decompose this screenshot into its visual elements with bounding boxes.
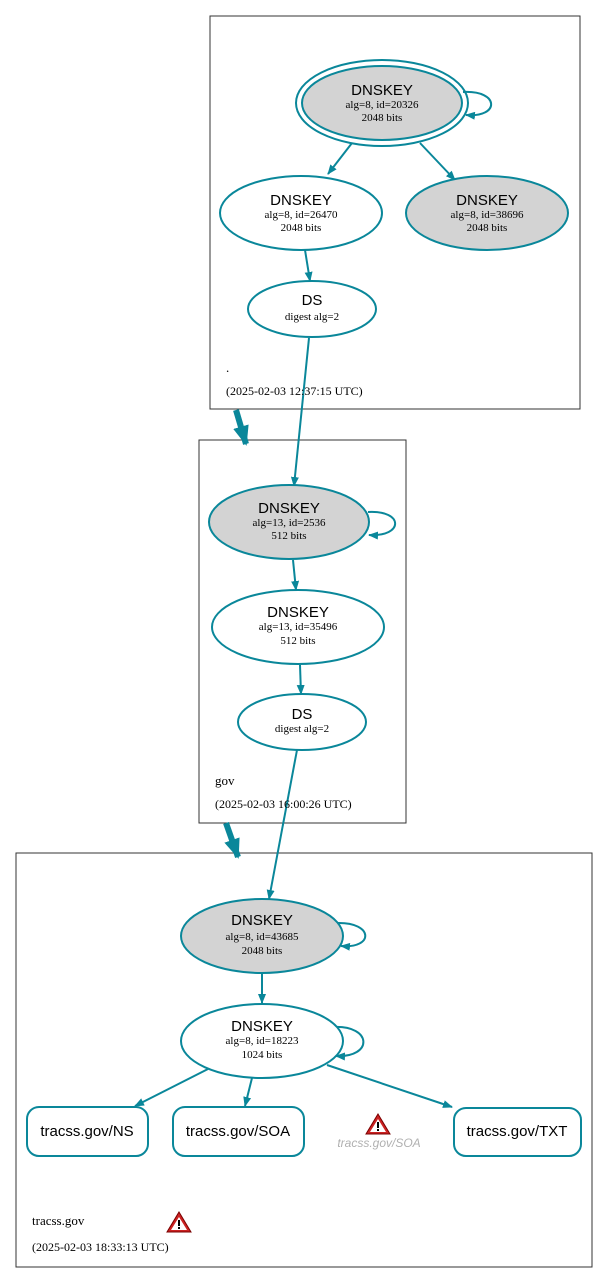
edge-tracss-ksk-self: [336, 921, 367, 951]
node-gov-ds[interactable]: DS digest alg=2: [237, 693, 367, 751]
edge-tracss-zsk-soa: [243, 1077, 253, 1107]
zone-tracss-name: tracss.gov: [32, 1213, 85, 1228]
rrset-label: tracss.gov/SOA: [186, 1123, 290, 1140]
node-detail: 1024 bits: [242, 1049, 283, 1061]
node-title: DNSKEY: [456, 192, 518, 209]
node-title: DNSKEY: [270, 192, 332, 209]
node-title: DS: [292, 706, 313, 723]
node-detail: 512 bits: [280, 635, 315, 647]
edge-tracss-zsk-self: [332, 1025, 365, 1061]
rrset-label: tracss.gov/SOA: [337, 1136, 420, 1150]
warning-icon: [365, 1113, 391, 1135]
node-tracss-ksk[interactable]: DNSKEY alg=8, id=43685 2048 bits: [180, 898, 344, 974]
edge-root-zsk-ds: [304, 249, 313, 282]
node-root-standby[interactable]: DNSKEY alg=8, id=38696 2048 bits: [405, 175, 569, 251]
edge-root-ds-gov-ksk: [290, 337, 310, 487]
node-root-zsk[interactable]: DNSKEY alg=8, id=26470 2048 bits: [219, 175, 383, 251]
rrset-ns[interactable]: tracss.gov/NS: [26, 1106, 149, 1157]
node-detail: 2048 bits: [362, 112, 403, 124]
rrset-label: tracss.gov/NS: [40, 1123, 133, 1140]
zone-gov-box: [198, 439, 407, 824]
edge-root-ksk-standby: [419, 142, 456, 181]
node-title: DNSKEY: [258, 500, 320, 517]
delegation-edge-gov-tracss: [223, 822, 241, 859]
node-detail: alg=8, id=20326: [346, 99, 419, 111]
node-title: DNSKEY: [267, 604, 329, 621]
node-title: DNSKEY: [351, 82, 413, 99]
node-title: DNSKEY: [231, 912, 293, 929]
edge-tracss-zsk-ns: [134, 1068, 209, 1107]
node-title: DNSKEY: [231, 1018, 293, 1035]
node-detail: alg=13, id=35496: [259, 621, 338, 633]
edge-root-ksk-zsk: [327, 142, 353, 175]
node-tracss-zsk[interactable]: DNSKEY alg=8, id=18223 1024 bits: [180, 1003, 344, 1079]
rrset-label: tracss.gov/TXT: [467, 1123, 568, 1140]
node-detail: alg=8, id=43685: [226, 931, 299, 943]
node-detail: digest alg=2: [275, 723, 329, 735]
zone-root-box: [209, 15, 581, 410]
rrset-soa-insecure[interactable]: tracss.gov/SOA: [337, 1113, 421, 1150]
rrset-txt[interactable]: tracss.gov/TXT: [453, 1107, 582, 1157]
edge-gov-zsk-ds: [296, 664, 305, 695]
node-detail: 2048 bits: [467, 222, 508, 234]
zone-warning-icon: [166, 1211, 192, 1233]
zone-tracss-box: [15, 852, 593, 1268]
edge-gov-ksk-zsk: [291, 559, 300, 591]
zone-root-timestamp: (2025-02-03 12:37:15 UTC): [226, 384, 363, 398]
node-gov-zsk[interactable]: DNSKEY alg=13, id=35496 512 bits: [211, 589, 385, 665]
edge-tracss-zsk-txt: [326, 1064, 453, 1108]
node-detail: alg=8, id=18223: [226, 1035, 299, 1047]
edge-gov-ksk-self: [367, 510, 397, 540]
zone-gov-name: gov: [215, 773, 235, 788]
node-detail: alg=8, id=38696: [451, 209, 524, 221]
node-detail: digest alg=2: [285, 311, 339, 323]
delegation-edge-root-gov: [233, 409, 249, 446]
node-detail: alg=13, id=2536: [253, 517, 326, 529]
node-root-ds[interactable]: DS digest alg=2: [247, 280, 377, 338]
zone-root-name: .: [226, 360, 229, 375]
edge-gov-ds-tracss-ksk: [266, 749, 298, 900]
node-detail: 2048 bits: [281, 222, 322, 234]
node-detail: 2048 bits: [242, 945, 283, 957]
node-gov-ksk[interactable]: DNSKEY alg=13, id=2536 512 bits: [208, 484, 370, 560]
edge-root-ksk-self: [462, 90, 493, 120]
node-title: DS: [302, 292, 323, 309]
zone-tracss-timestamp: (2025-02-03 18:33:13 UTC): [32, 1240, 169, 1254]
node-detail: alg=8, id=26470: [265, 209, 338, 221]
node-root-ksk[interactable]: DNSKEY alg=8, id=20326 2048 bits: [295, 59, 469, 147]
zone-gov-timestamp: (2025-02-03 16:00:26 UTC): [215, 797, 352, 811]
rrset-soa[interactable]: tracss.gov/SOA: [172, 1106, 305, 1157]
node-detail: 512 bits: [271, 530, 306, 542]
